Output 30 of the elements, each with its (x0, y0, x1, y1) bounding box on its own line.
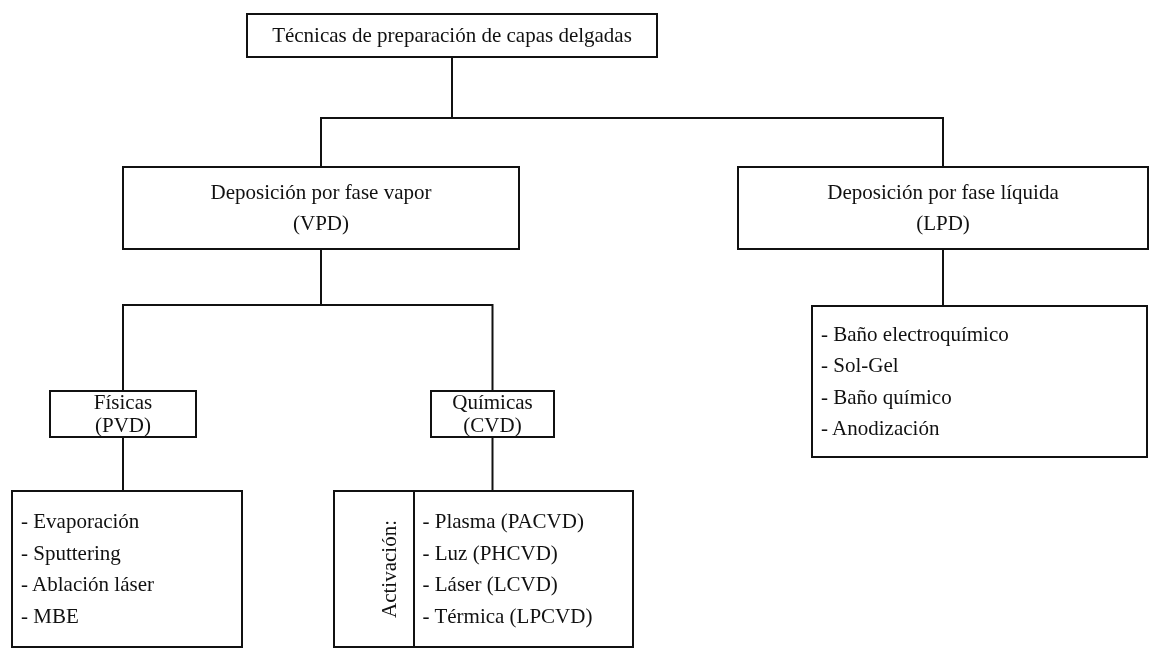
list-item: - Baño electroquímico (821, 320, 1009, 348)
list-item: - MBE (21, 602, 79, 630)
list-item: - Anodización (821, 415, 940, 442)
list-item: - Ablación láser (21, 571, 154, 598)
list-item: - Sputtering (21, 539, 121, 567)
category-box (122, 166, 520, 250)
connector-line (122, 437, 124, 491)
list-box (333, 490, 634, 648)
list-item: - Luz (PHCVD) (422, 539, 559, 567)
category-box (246, 13, 658, 58)
box-text: Técnicas de preparación de capas delgadas (272, 21, 632, 49)
box-text: Físicas (PVD) (92, 390, 154, 438)
connector-line (942, 249, 944, 306)
list-box (11, 490, 243, 648)
side-label: Activación: (375, 520, 402, 618)
list-box (811, 305, 1148, 458)
list-item: - Sol-Gel (821, 352, 899, 379)
box-text: Deposición por fase vapor (VPD) (209, 178, 433, 237)
list-item: - Plasma (PACVD) (422, 508, 585, 535)
category-box (430, 390, 555, 438)
box-text: Deposición por fase líquida (LPD) (826, 178, 1060, 237)
list-item: - Evaporación (21, 508, 140, 535)
list-item: - Baño químico (821, 383, 952, 411)
category-box (49, 390, 197, 438)
list-item: - Láser (LCVD) (422, 571, 559, 598)
box-text: Químicas (CVD) (451, 390, 534, 438)
list-item: - Térmica (LPCVD) (422, 602, 593, 630)
connector-line (491, 437, 494, 491)
connector-line (320, 249, 494, 391)
category-box (737, 166, 1149, 250)
